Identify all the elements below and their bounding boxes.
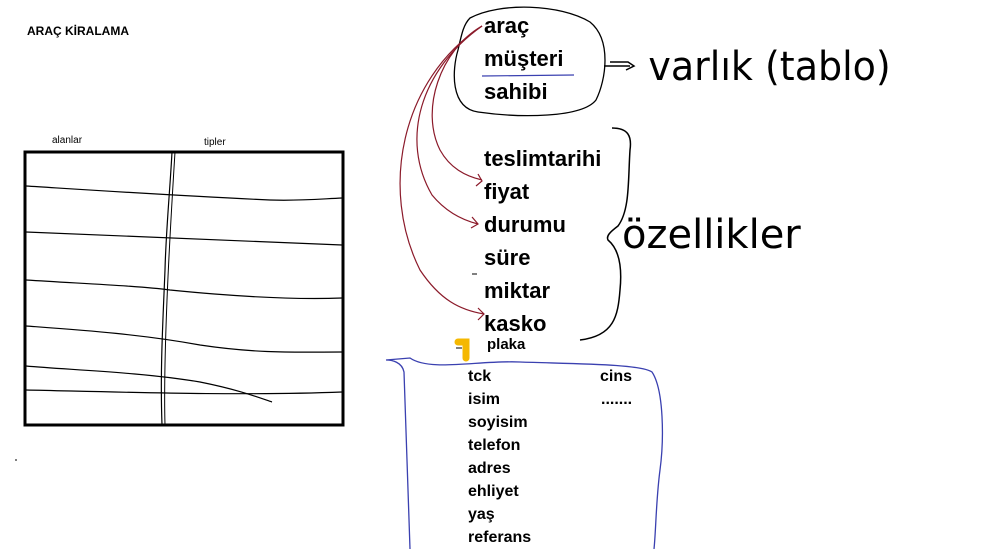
table-row-line <box>25 185 343 201</box>
customer-fields-outline <box>385 357 664 549</box>
table-row-line <box>25 365 273 403</box>
table-row-line <box>25 279 343 300</box>
attribute-miktar: miktar <box>484 278 551 303</box>
plaka-label: plaka <box>487 336 526 353</box>
entity-label: varlık (tablo) <box>648 44 891 90</box>
attribute-brace <box>579 127 632 341</box>
varlik-arrow <box>610 61 636 71</box>
attribute-kasko: kasko <box>484 311 547 336</box>
musteri-underline <box>481 74 575 77</box>
table-header-alanlar: alanlar <box>52 135 83 146</box>
table-frame <box>23 150 345 427</box>
arrow-durumu <box>416 25 483 225</box>
table-header-tipler: tipler <box>204 137 226 148</box>
customer-side-cins: cins <box>600 368 633 385</box>
attribute-durumu: durumu <box>484 212 566 237</box>
attribute-teslimtarihi: teslimtarihi <box>484 146 602 171</box>
customer-field: adres <box>468 460 511 477</box>
entity-arac: araç <box>484 13 530 38</box>
arrow-teslimtarihi <box>431 25 483 181</box>
entity-cloud <box>453 6 606 117</box>
attribute-fiyat: fiyat <box>484 179 530 204</box>
customer-field: telefon <box>468 437 521 454</box>
customer-field: isim <box>468 391 501 408</box>
table-row-line <box>25 389 343 395</box>
customer-field: soyisim <box>468 414 528 431</box>
customer-field: ehliyet <box>468 483 519 500</box>
page-title: ARAÇ KİRALAMA <box>27 24 129 38</box>
table-row-line <box>25 325 343 353</box>
entity-sahibi: sahibi <box>484 79 548 104</box>
yellow-marker-icon <box>454 338 470 362</box>
table-row-line <box>25 231 343 246</box>
attribute-label: özellikler <box>622 212 801 258</box>
customer-field: yaş <box>468 506 495 523</box>
customer-field: referans <box>468 529 532 546</box>
customer-field: tck <box>468 368 492 385</box>
attribute-sure: süre <box>484 245 531 270</box>
entity-musteri: müşteri <box>484 46 564 71</box>
table-divider <box>160 151 173 426</box>
customer-side-ellipsis: ....... <box>601 391 633 408</box>
arrow-kasko <box>399 25 485 315</box>
